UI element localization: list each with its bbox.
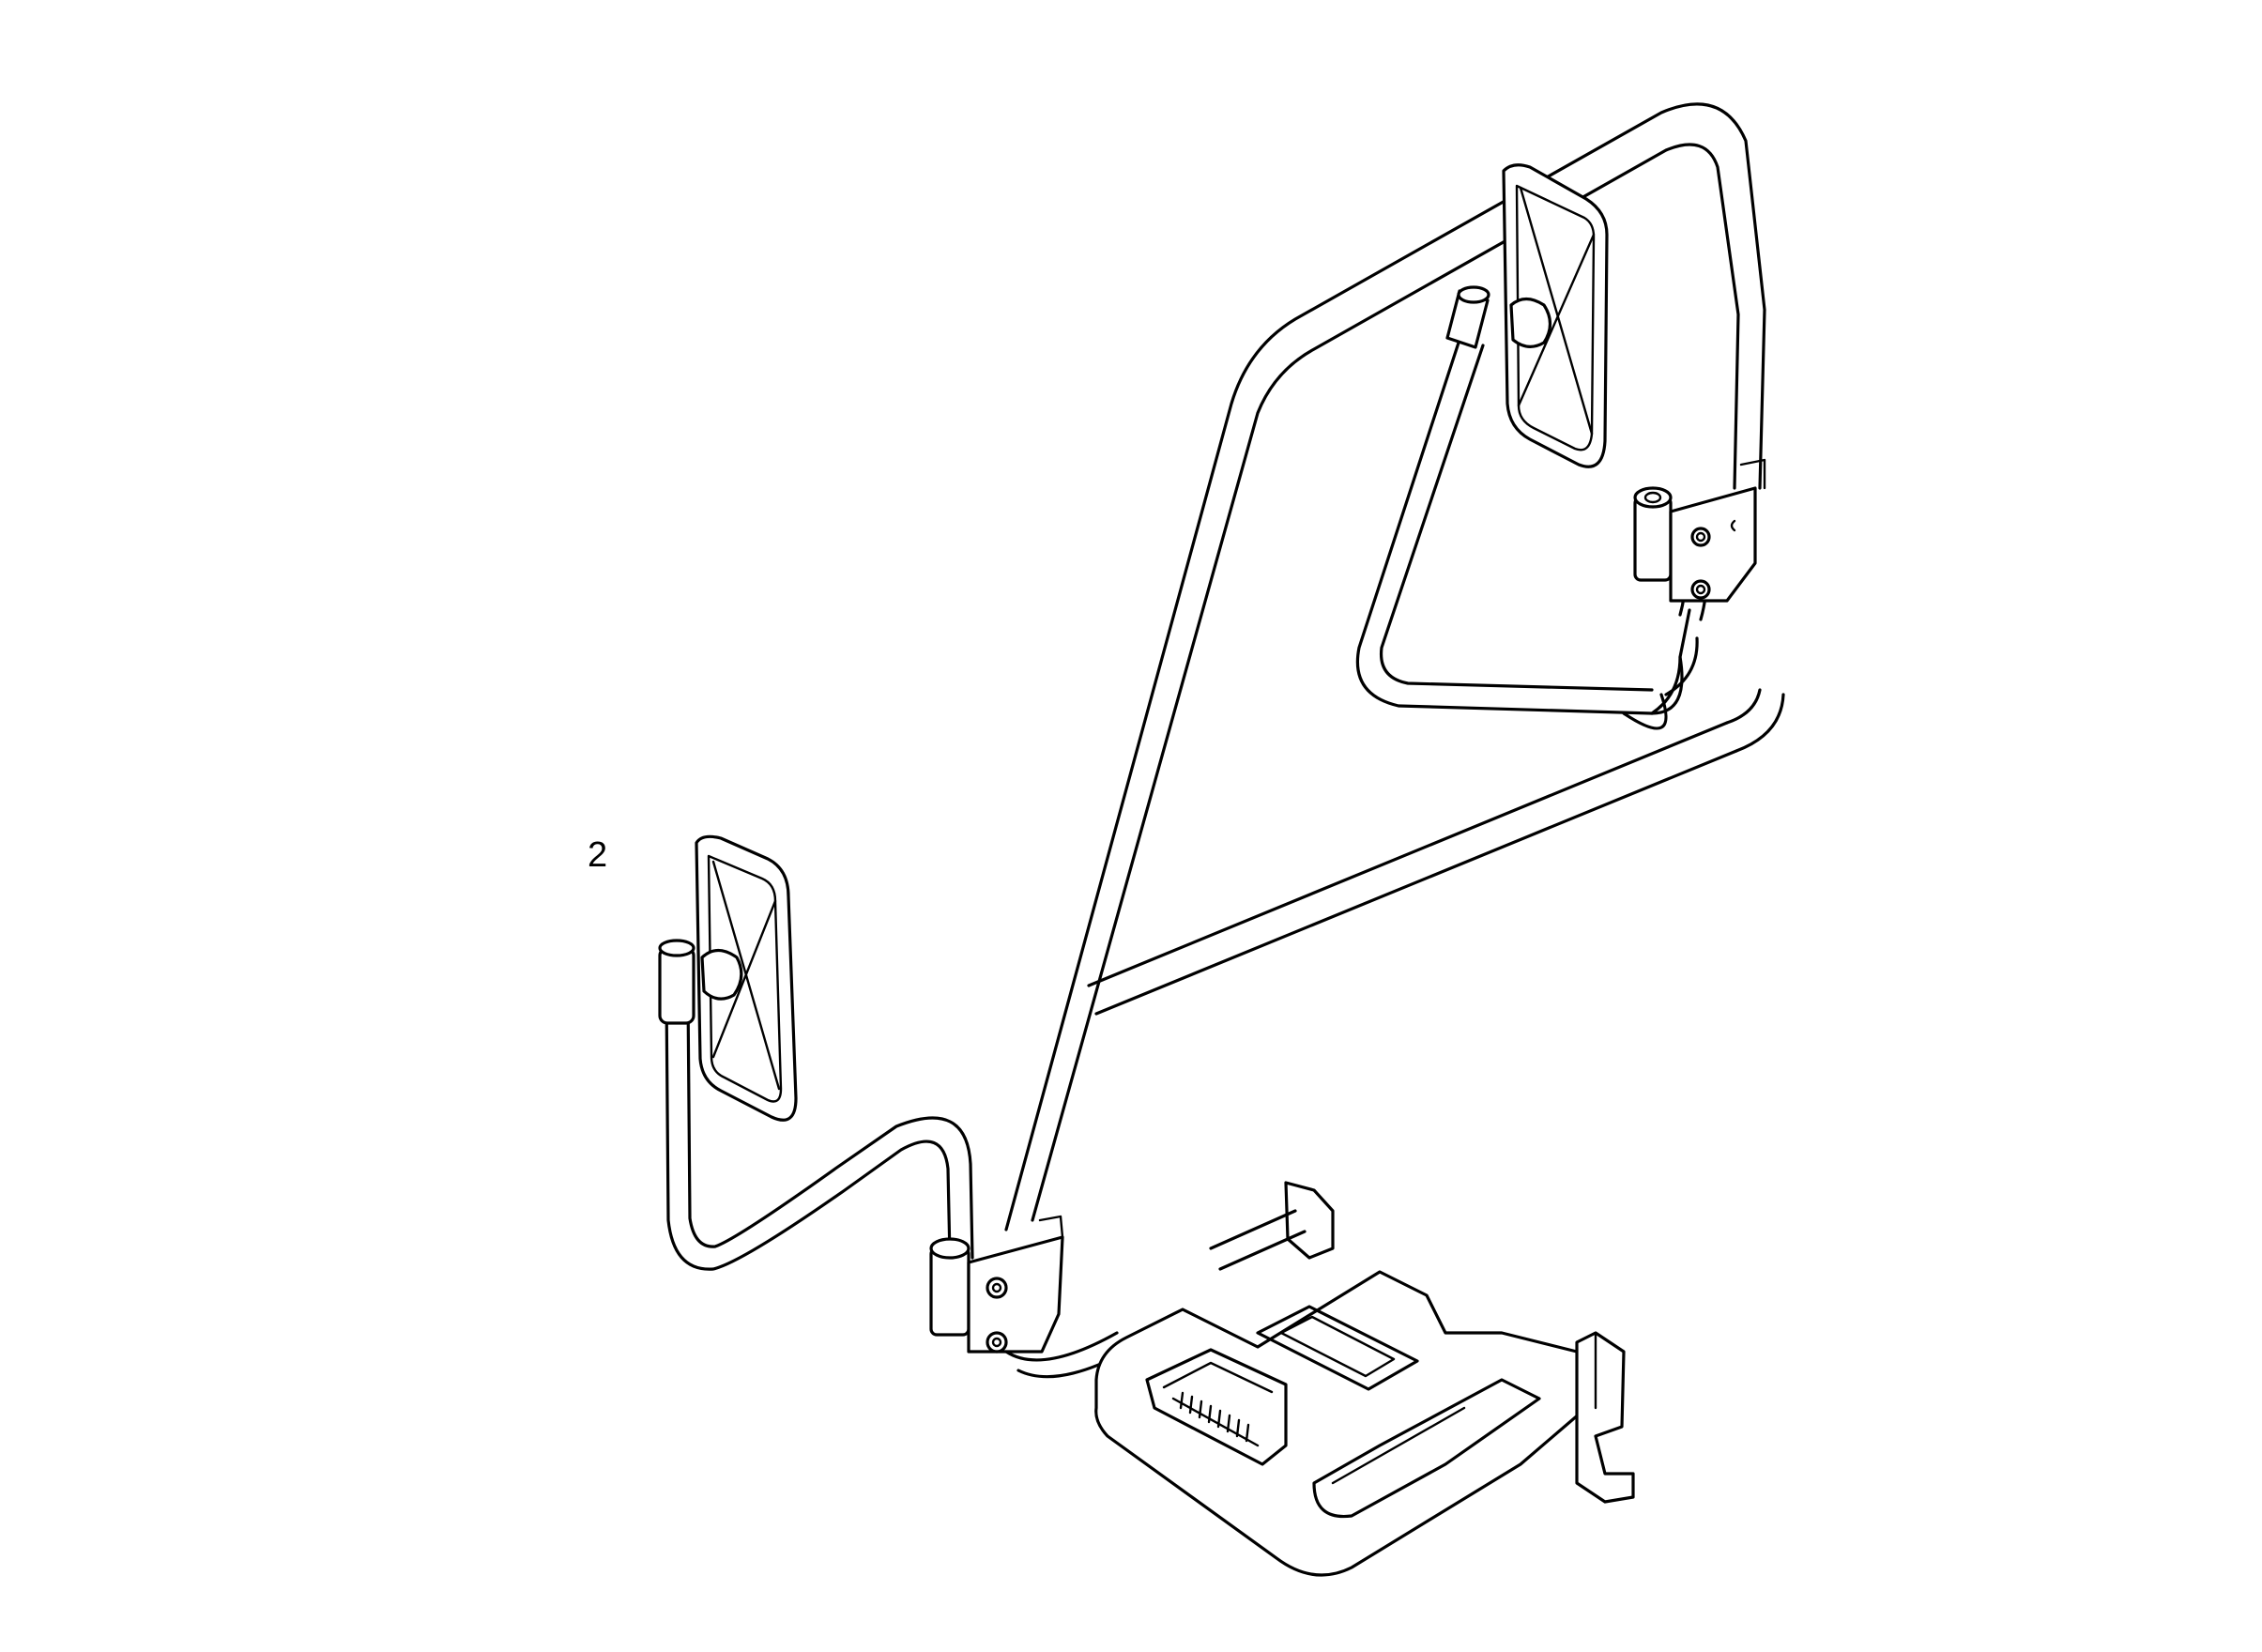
left-hinge-bracket — [929, 1215, 1128, 1379]
grille — [1171, 1391, 1260, 1447]
left-mirror — [658, 834, 798, 1122]
callout-label-2: 2 — [588, 835, 608, 875]
left-mirror-arm — [665, 993, 974, 1271]
mirror-frame — [1004, 102, 1785, 1231]
base-mount — [1094, 1181, 1635, 1577]
right-mirror — [1445, 163, 1609, 468]
right-hinge-bracket — [1633, 458, 1766, 603]
